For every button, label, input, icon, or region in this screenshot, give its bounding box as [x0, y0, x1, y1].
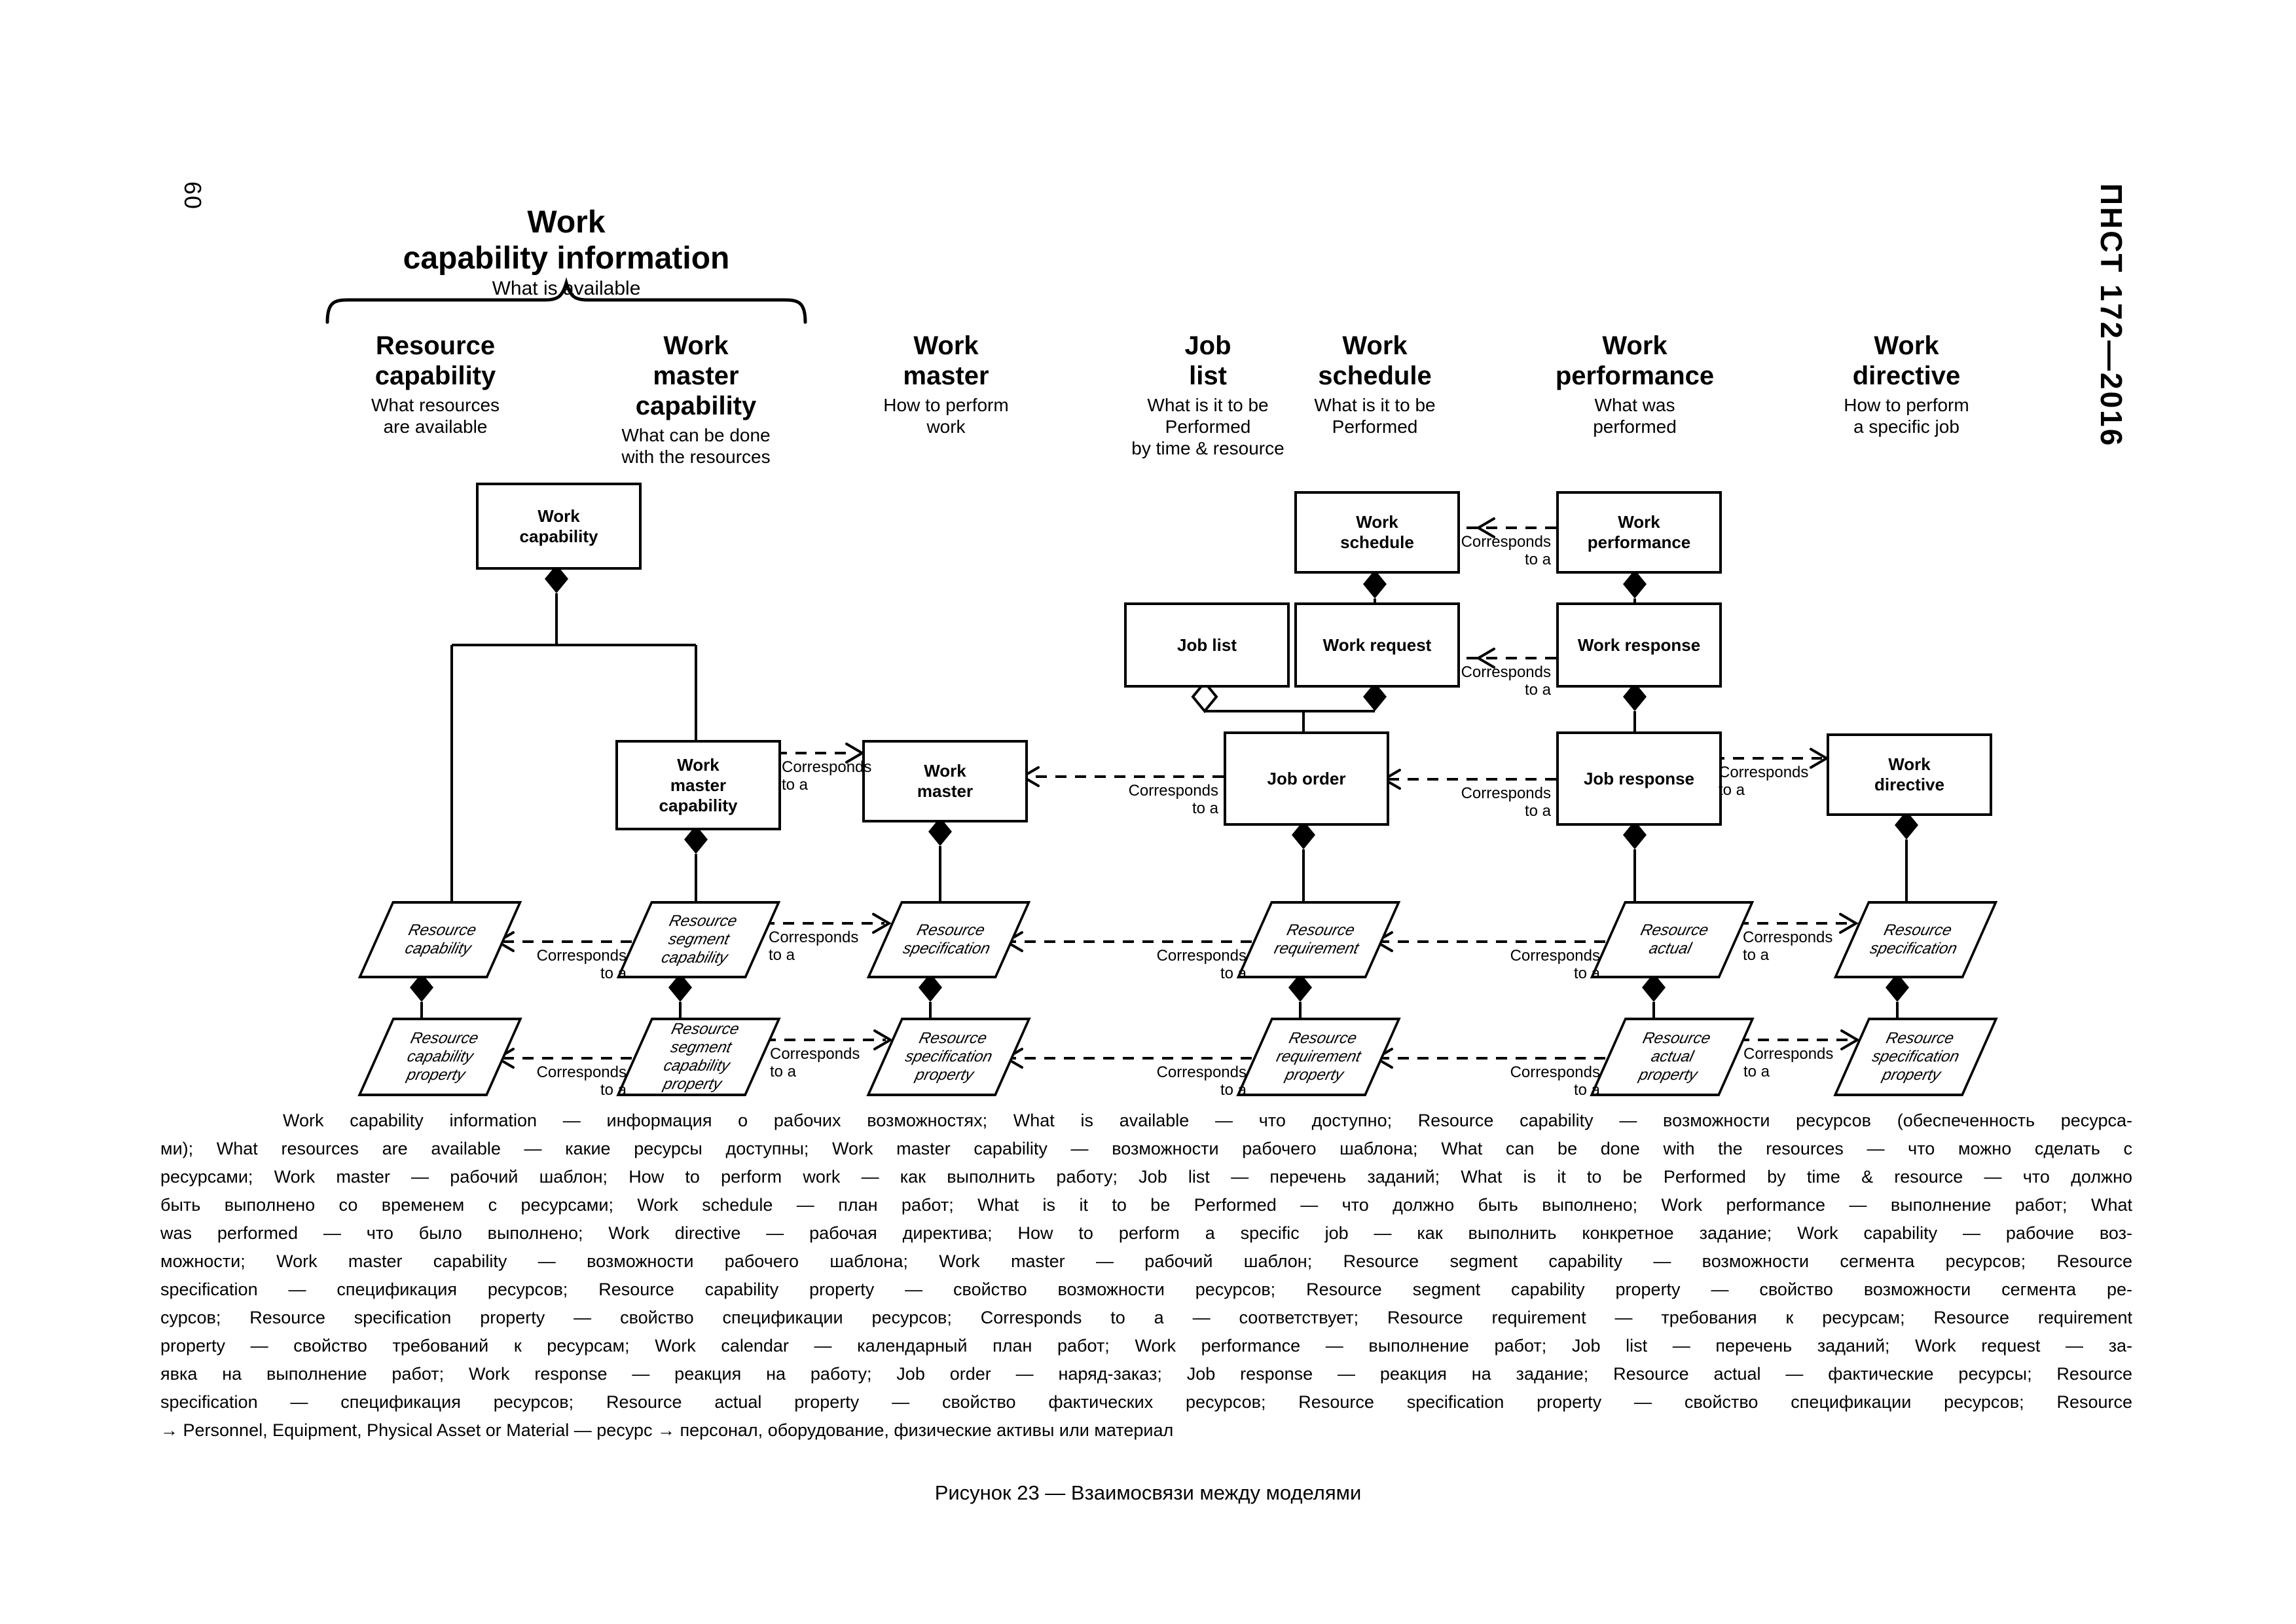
corresponds-label: Corresponds to a	[1156, 947, 1247, 982]
dashed-links	[502, 526, 1853, 1060]
corresponds-label: Corresponds to a	[1743, 929, 1833, 964]
solid-connectors	[420, 593, 1908, 1023]
pgram-label: Resource specification property	[903, 1029, 994, 1084]
column-title: Work master	[903, 331, 989, 390]
node-work-master: Work master	[862, 740, 1028, 822]
pgram-label: Resource requirement property	[1274, 1029, 1363, 1084]
figure-caption: Рисунок 23 — Взаимосвязи между моделями	[934, 1481, 1362, 1504]
column-header-job-list: Job list What is it to be Performed by t…	[1103, 331, 1313, 459]
node-work-request: Work request	[1294, 602, 1460, 688]
corresponds-label: Corresponds to a	[1461, 663, 1551, 699]
node-work-response: Work response	[1556, 602, 1722, 688]
brace-group-title: Work capability information	[403, 205, 730, 276]
legend-line: ми); What resources are available — каки…	[160, 1139, 2132, 1158]
corresponds-label: Corresponds to a	[770, 1045, 860, 1080]
column-header-work-master-capability: Work master capability What can be done …	[591, 331, 801, 468]
corresponds-label: Corresponds to a	[1743, 1045, 1834, 1080]
pgram-label: Resource segment capability property	[661, 1020, 741, 1093]
column-subtitle: How to perform work	[883, 395, 1009, 437]
column-header-work-schedule: Work schedule What is it to be Performed	[1270, 331, 1480, 437]
corresponds-label: Corresponds to a	[1719, 764, 1809, 799]
corresponds-label: Corresponds to a	[1461, 784, 1551, 820]
pgram-label: Resource capability property	[405, 1029, 481, 1084]
node-job-order: Job order	[1224, 731, 1389, 826]
column-subtitle: What can be done with the resources	[621, 425, 771, 467]
corresponds-label: Corresponds to a	[769, 929, 859, 964]
legend-line: явка на выполнение работ; Work response …	[160, 1364, 2132, 1384]
brace	[325, 277, 807, 324]
figure-legend: Work capability information — информация…	[160, 1107, 2132, 1445]
corresponds-label: Corresponds to a	[536, 1063, 627, 1099]
corresponds-label: Corresponds to a	[1510, 1063, 1600, 1099]
column-subtitle: What was performed	[1593, 395, 1677, 437]
legend-line: сурсов; Resource specification property …	[160, 1308, 2132, 1327]
column-title: Work performance	[1555, 331, 1715, 390]
pgram-label: Resource capability	[403, 921, 478, 957]
pgram-label: Resource specification	[1868, 921, 1959, 957]
node-work-schedule: Work schedule	[1294, 491, 1460, 574]
node-work-capability: Work capability	[476, 483, 642, 570]
node-work-master-capability: Work master capability	[615, 740, 781, 830]
corresponds-label: Corresponds to a	[1156, 1063, 1247, 1099]
brace-group-subtitle: What is available	[492, 278, 641, 299]
corresponds-label: Corresponds to a	[1510, 947, 1600, 982]
legend-line: ресурсами; Work master — рабочий шаблон;…	[160, 1167, 2132, 1187]
corresponds-label: Corresponds to a	[1461, 533, 1551, 568]
column-header-work-performance: Work performance What was performed	[1530, 331, 1740, 437]
column-title: Work schedule	[1318, 331, 1432, 390]
pgram-label: Resource requirement	[1272, 921, 1361, 957]
column-subtitle: How to perform a specific job	[1844, 395, 1969, 437]
aggregation-diamond	[1191, 680, 1218, 714]
column-header-work-master: Work master How to perform work	[841, 331, 1051, 437]
node-work-directive: Work directive	[1827, 733, 1992, 816]
column-header-resource-capability: Resource capability What resources are a…	[331, 331, 540, 437]
column-header-work-directive: Work directive How to perform a specific…	[1802, 331, 2011, 437]
legend-line: was performed — что было выполнено; Work…	[160, 1223, 2132, 1243]
pgram-label: Resource specification property	[1870, 1029, 1961, 1084]
legend-line: можности; Work master capability — возмо…	[160, 1251, 2132, 1271]
legend-line: specification — спецификация ресурсов; R…	[160, 1392, 2132, 1412]
legend-line: Work capability information — информация…	[283, 1111, 2132, 1130]
corresponds-label: Corresponds to a	[1128, 782, 1218, 817]
column-title: Resource capability	[374, 331, 496, 390]
pgram-label: Resource specification	[901, 921, 993, 957]
column-subtitle: What is it to be Performed	[1314, 395, 1436, 437]
legend-line: → Personnel, Equipment, Physical Asset o…	[160, 1420, 1174, 1440]
column-subtitle: What is it to be Performed by time & res…	[1131, 395, 1285, 458]
corresponds-label: Corresponds to a	[782, 758, 872, 794]
column-subtitle: What resources are available	[371, 395, 500, 437]
column-title: Work directive	[1852, 331, 1961, 390]
pgram-label: Resource segment capability	[659, 912, 739, 967]
node-work-performance: Work performance	[1556, 491, 1722, 574]
column-title: Job list	[1184, 331, 1231, 390]
node-job-response: Job response	[1556, 731, 1722, 826]
column-title: Work master capability	[635, 331, 757, 420]
legend-line: specification — спецификация ресурсов; R…	[160, 1280, 2132, 1299]
corresponds-label: Corresponds to a	[536, 947, 627, 982]
legend-line: property — свойство требований к ресурса…	[160, 1336, 2132, 1356]
pgram-label: Resource actual	[1638, 921, 1710, 957]
node-job-list: Job list	[1124, 602, 1290, 688]
legend-line: быть выполнено со временем с ресурсами; …	[160, 1195, 2132, 1215]
pgram-label: Resource actual property	[1637, 1029, 1713, 1084]
